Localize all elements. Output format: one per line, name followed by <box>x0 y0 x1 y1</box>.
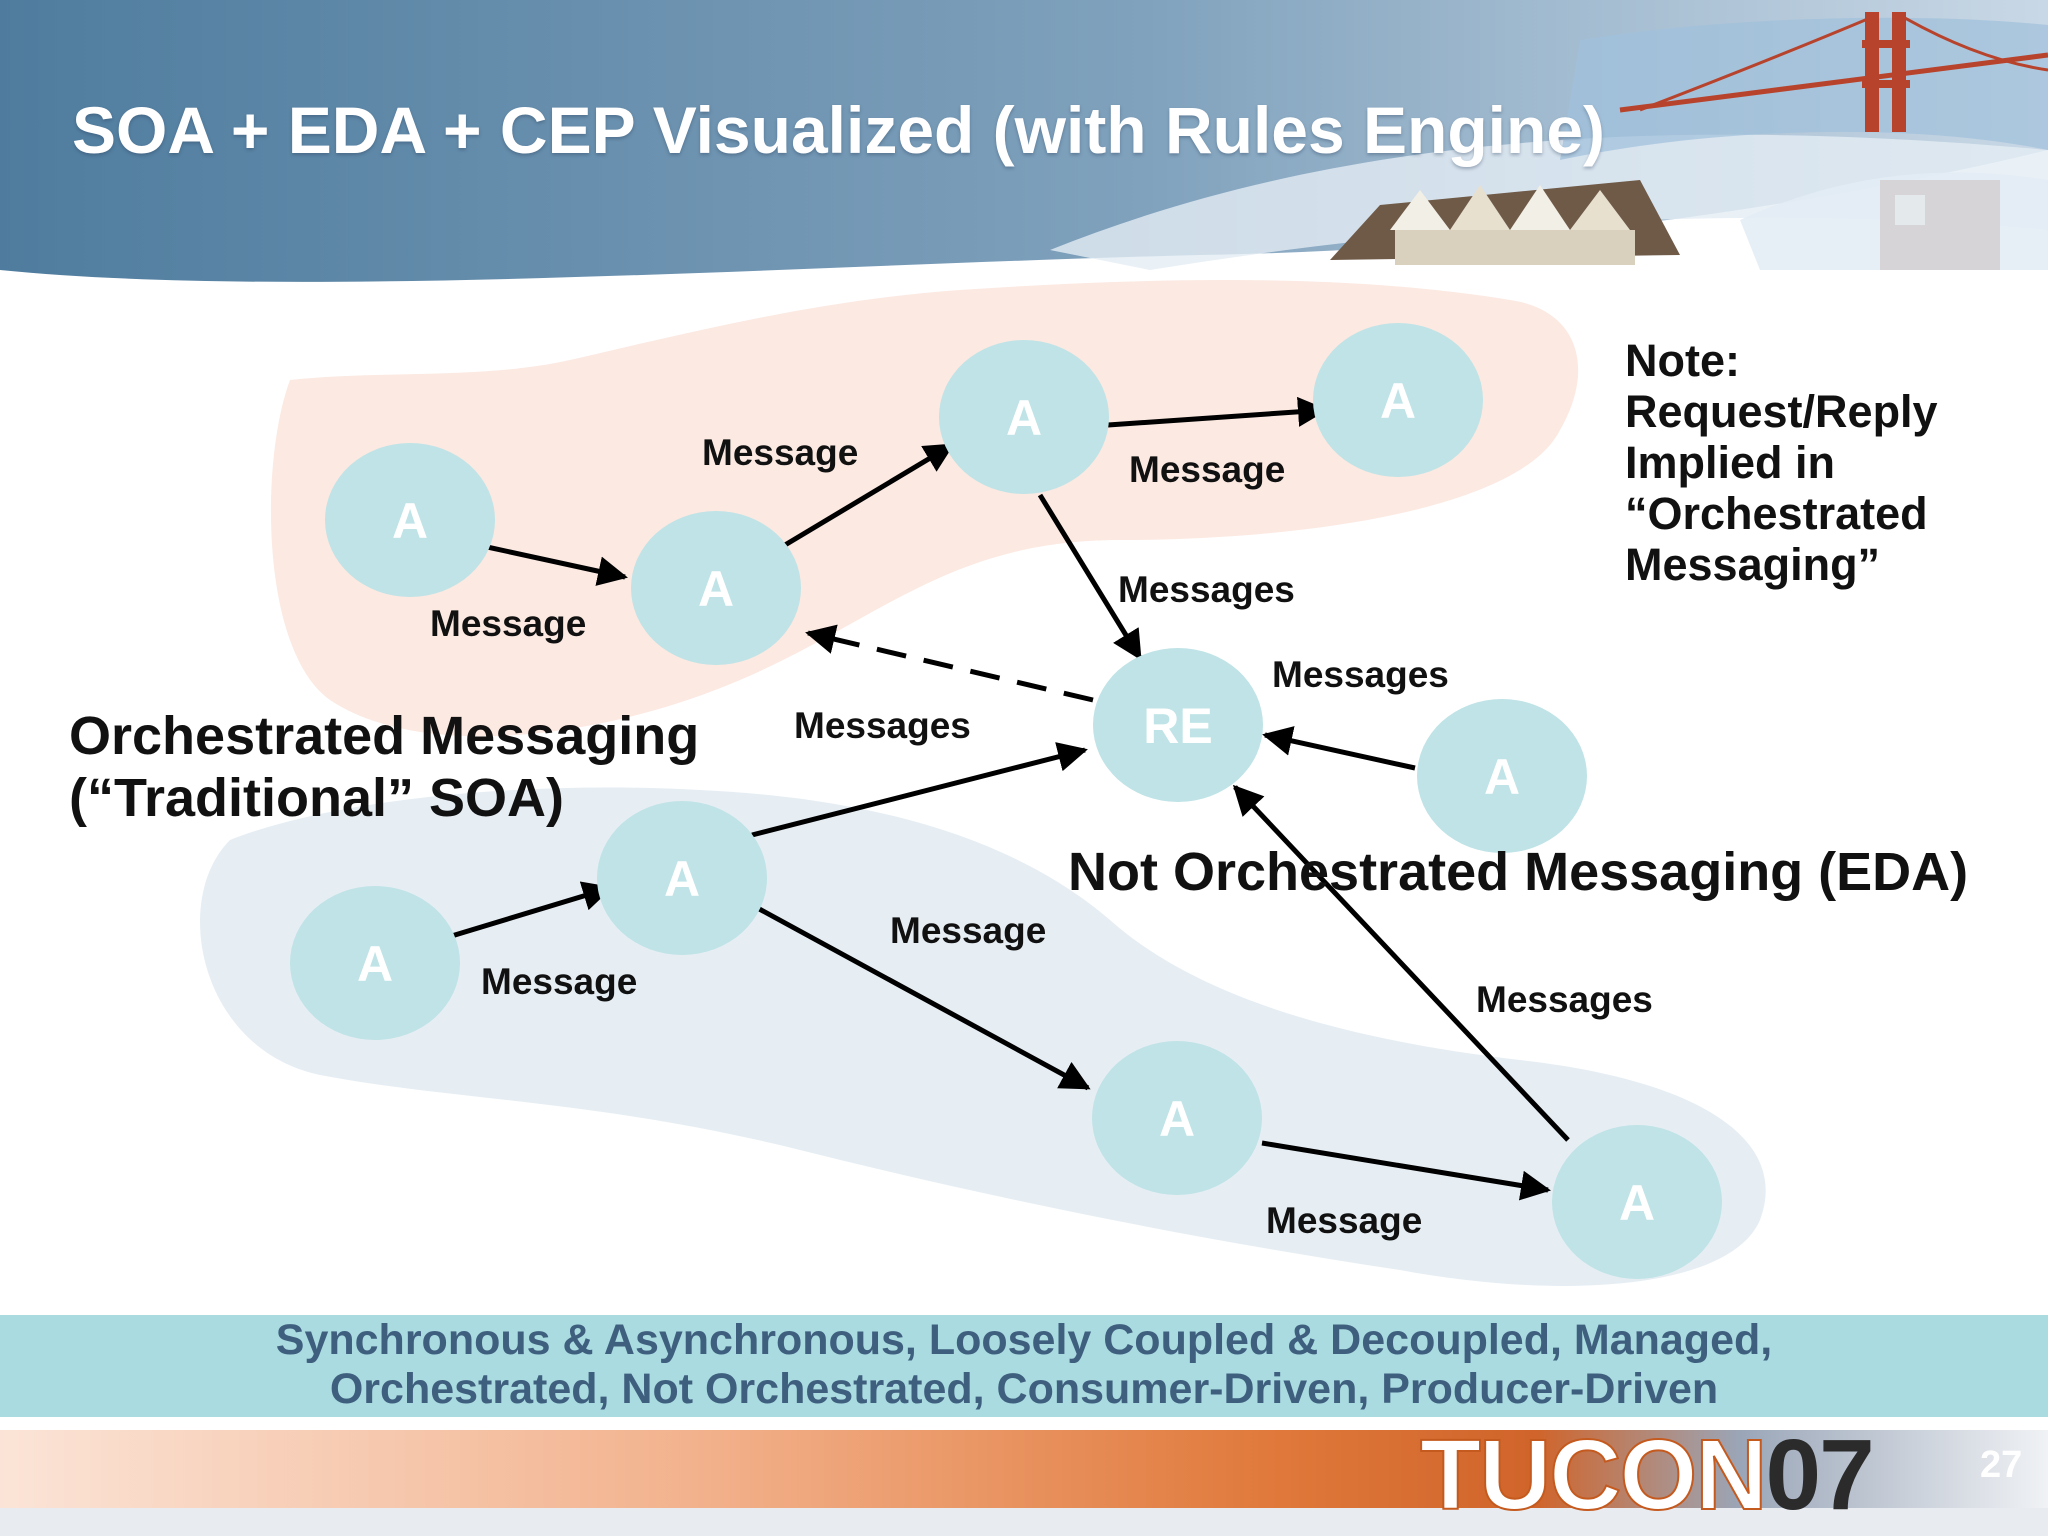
edge-label: Message <box>1266 1200 1422 1241</box>
footer-strip <box>0 1508 2048 1536</box>
edge-re-a2-dashed <box>805 624 1094 703</box>
edge-a5-a6 <box>444 881 613 941</box>
logo-year: 07 <box>1765 1419 1875 1531</box>
agent-node <box>290 886 460 1040</box>
edge-a6-a7 <box>750 902 1091 1091</box>
summary-line1: Synchronous & Asynchronous, Loosely Coup… <box>275 1316 1773 1364</box>
node-label: A <box>1159 1091 1195 1147</box>
summary-line2: Orchestrated, Not Orchestrated, Consumer… <box>329 1365 1719 1413</box>
node-label: A <box>357 936 393 992</box>
edge-label: Message <box>430 603 586 644</box>
tucon-logo: TUCON07 <box>1419 1418 1875 1533</box>
edge-label: Messages <box>1118 569 1295 610</box>
logo-text: TUCON <box>1419 1418 1769 1532</box>
summary-band <box>0 1315 2048 1417</box>
agent-node <box>325 443 495 597</box>
edge-a2-a3 <box>783 442 955 548</box>
agent-node <box>1313 323 1483 477</box>
agent-node <box>1417 699 1587 853</box>
note-line: Messaging” <box>1625 539 1881 590</box>
node-label: A <box>1006 390 1042 446</box>
node-label: A <box>392 493 428 549</box>
edge-a8-re <box>1232 784 1570 1142</box>
edge-label: Message <box>481 961 637 1002</box>
orchestrated-heading-line2: (“Traditional” SOA) <box>69 768 565 828</box>
agent-node <box>597 801 767 955</box>
edge-label: Message <box>890 910 1046 951</box>
note-line: Request/Reply <box>1625 386 1938 437</box>
orchestrated-region <box>270 280 1579 737</box>
agent-node <box>631 511 801 665</box>
node-label: A <box>1380 373 1416 429</box>
edge-label: Messages <box>1272 654 1449 695</box>
edge-a9-re <box>1262 726 1416 771</box>
edge-label: Message <box>1129 449 1285 490</box>
nodes <box>290 323 1722 1279</box>
agent-node <box>939 340 1109 494</box>
footer-bar <box>0 1430 2048 1508</box>
edge-a3-a4 <box>1107 396 1328 428</box>
edge-a7-a8 <box>1261 1140 1551 1201</box>
node-label: A <box>698 561 734 617</box>
node-label: A <box>664 851 700 907</box>
note-line: Note: <box>1625 335 1740 386</box>
edge-a3-re <box>1037 493 1143 661</box>
not-orchestrated-heading: Not Orchestrated Messaging (EDA) <box>1068 842 1969 902</box>
agent-node <box>1552 1125 1722 1279</box>
edge-label: Message <box>702 432 858 473</box>
node-label: A <box>1619 1175 1655 1231</box>
note-box: Note: Request/Reply Implied in “Orchestr… <box>1625 335 1938 590</box>
note-line: “Orchestrated <box>1625 488 1928 539</box>
slide-title: SOA + EDA + CEP Visualized (with Rules E… <box>72 93 1606 167</box>
edge-label: Messages <box>1476 979 1653 1020</box>
edge-a1-a2 <box>477 542 628 586</box>
orchestrated-heading-line1: Orchestrated Messaging <box>69 706 700 766</box>
note-line: Implied in <box>1625 437 1836 488</box>
edge-label: Messages <box>794 705 971 746</box>
node-label: RE <box>1143 698 1212 754</box>
edges <box>444 396 1570 1201</box>
header-scene-image <box>1330 12 2048 270</box>
rules-engine-node <box>1093 648 1263 802</box>
orchestrated-heading: Orchestrated Messaging (“Traditional” SO… <box>69 705 699 829</box>
page-number: 27 <box>1980 1444 2023 1486</box>
node-label: A <box>1484 749 1520 805</box>
edge-a6-re <box>751 742 1088 838</box>
agent-node <box>1092 1041 1262 1195</box>
